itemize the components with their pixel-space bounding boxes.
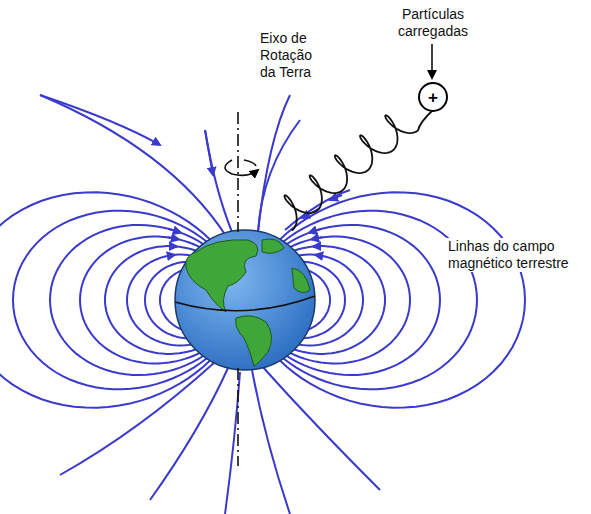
field-lines — [0, 192, 525, 407]
field-arrow — [313, 245, 323, 247]
rotation-axis — [225, 112, 258, 466]
charge-sign: + — [428, 89, 438, 106]
helix-path — [284, 110, 433, 231]
annotation-label: Partículas carregadas — [388, 6, 478, 40]
annotation-label: Linhas do campo magnético terrestre — [446, 238, 586, 272]
field-arrow — [168, 237, 179, 239]
polar-field-lines — [40, 95, 380, 514]
field-arrow — [168, 229, 181, 233]
annotation-label: Eixo de Rotação da Terra — [258, 30, 332, 81]
field-arrow — [315, 255, 323, 256]
field-arrow — [167, 255, 175, 256]
field-arrow — [311, 237, 322, 239]
earth-globe — [175, 230, 315, 370]
field-arrow — [309, 229, 322, 233]
field-line — [280, 192, 525, 407]
charge-circle: + — [418, 82, 448, 112]
particle-helix — [284, 110, 433, 231]
field-arrow — [167, 245, 177, 247]
leader-arrow — [431, 44, 433, 78]
